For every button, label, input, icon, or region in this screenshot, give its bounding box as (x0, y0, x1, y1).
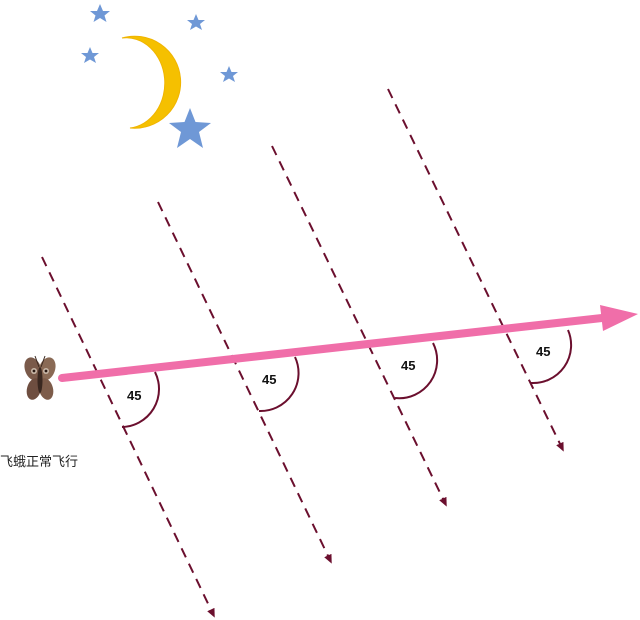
star-icon (187, 14, 205, 30)
moth-icon (24, 355, 56, 400)
night-sky (81, 4, 238, 148)
moth-caption: 飞蛾正常飞行 (0, 455, 78, 470)
light-ray (387, 88, 564, 452)
crescent-moon-icon (121, 35, 182, 129)
angle-arcs (121, 329, 573, 428)
star-icon (90, 4, 110, 22)
light-ray (271, 145, 447, 507)
angle-label: 45 (127, 388, 141, 403)
star-icon (220, 66, 238, 82)
angle-arc (394, 342, 439, 400)
light-rays (41, 88, 564, 618)
angle-label: 45 (536, 344, 550, 359)
flight-path (58, 305, 638, 382)
flight-arrow-shaft (58, 314, 606, 382)
light-ray (157, 201, 332, 564)
angle-arc (258, 356, 300, 413)
arrow-icon (600, 305, 638, 331)
angle-arc (530, 329, 573, 385)
angle-arc (121, 371, 160, 428)
angle-label: 45 (401, 358, 415, 373)
light-ray (41, 256, 215, 618)
star-icon (169, 108, 211, 148)
star-icon (81, 47, 99, 63)
angle-label: 45 (262, 372, 276, 387)
